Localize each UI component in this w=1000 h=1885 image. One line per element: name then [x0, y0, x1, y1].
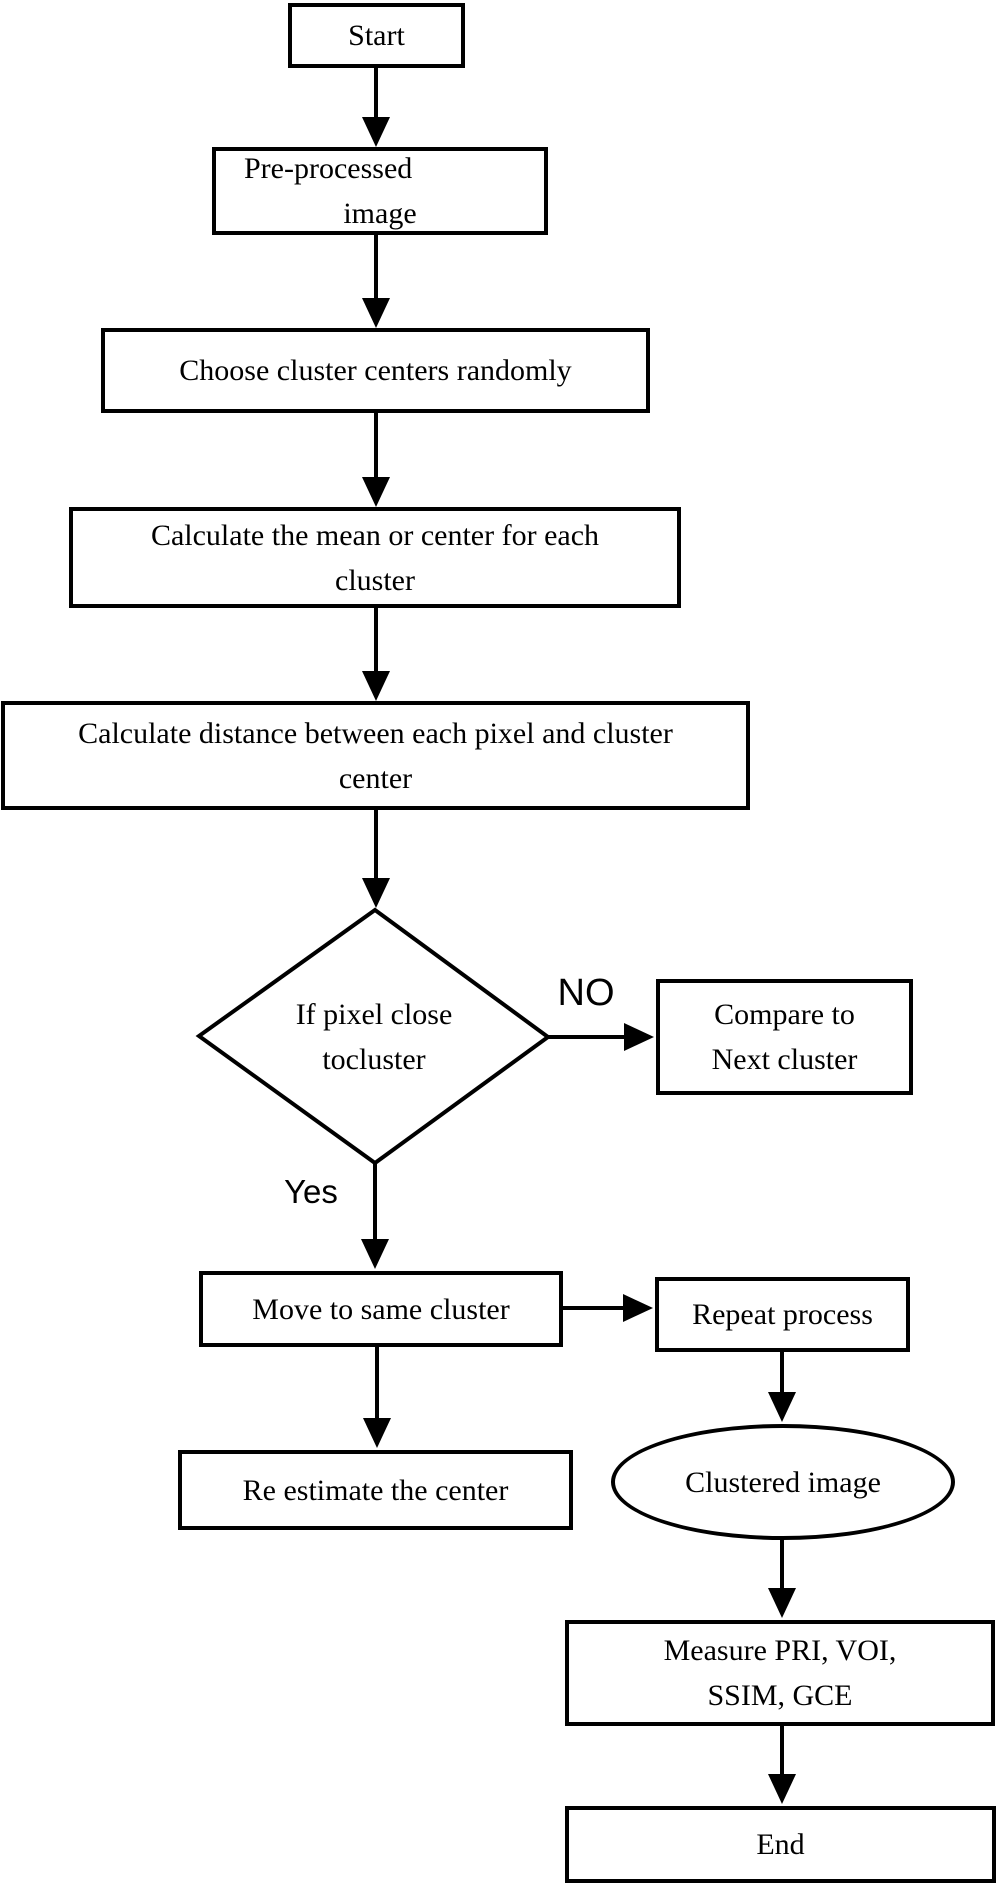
move-same-cluster-label: Move to same cluster: [252, 1292, 510, 1326]
preprocessed-label-line1: Pre-processed: [244, 152, 413, 185]
repeat-process-label: Repeat process: [692, 1298, 873, 1331]
arrow-measure-to-end: [768, 1724, 796, 1804]
start-label: Start: [348, 19, 405, 52]
choose-centers-node: Choose cluster centers randomly: [101, 328, 650, 413]
clustered-image-node: Clustered image: [611, 1424, 955, 1540]
end-label: End: [756, 1828, 805, 1861]
calculate-mean-node: Calculate the mean or center for each cl…: [69, 507, 681, 608]
arrow-preprocessed-to-choose: [362, 233, 390, 328]
preprocessed-image-node: Pre-processed image: [212, 147, 548, 235]
clustered-image-label: Clustered image: [685, 1465, 881, 1499]
arrow-no-branch: [548, 1023, 654, 1051]
arrow-move-to-repeat: [561, 1294, 653, 1322]
compare-label-line2: Next cluster: [711, 1043, 858, 1076]
arrow-move-to-reestimate: [363, 1345, 391, 1448]
start-node: Start: [288, 3, 465, 68]
decision-label-line1: If pixel close: [295, 997, 453, 1031]
measure-metrics-label-line1: Measure PRI, VOI,: [663, 1634, 897, 1667]
arrow-clustered-to-measure: [768, 1538, 796, 1618]
calculate-distance-label-line2: center: [338, 761, 413, 795]
arrow-mean-to-distance: [362, 606, 390, 701]
preprocessed-label-line2: image: [343, 197, 417, 230]
arrow-start-to-preprocessed: [362, 66, 390, 147]
reestimate-center-node: Re estimate the center: [178, 1450, 573, 1530]
arrow-choose-to-mean: [362, 411, 390, 507]
move-same-cluster-node: Move to same cluster: [199, 1271, 563, 1347]
measure-metrics-node: Measure PRI, VOI, SSIM, GCE: [565, 1620, 995, 1726]
decision-node-text: If pixel close tocluster: [199, 910, 549, 1163]
yes-branch-label: Yes: [266, 1173, 356, 1211]
calculate-distance-node: Calculate distance between each pixel an…: [1, 701, 750, 810]
calculate-mean-label-line1: Calculate the mean or center for each: [150, 518, 600, 552]
compare-label-line1: Compare to: [714, 998, 855, 1031]
repeat-process-node: Repeat process: [655, 1277, 910, 1352]
compare-next-cluster-node: Compare to Next cluster: [656, 979, 913, 1095]
arrow-distance-to-decision: [362, 808, 390, 908]
calculate-mean-label-line2: cluster: [335, 563, 415, 597]
decision-label-line2: tocluster: [322, 1042, 426, 1076]
reestimate-center-label: Re estimate the center: [242, 1473, 509, 1507]
arrow-repeat-to-clustered: [768, 1350, 796, 1422]
choose-centers-label: Choose cluster centers randomly: [179, 354, 572, 387]
end-node: End: [565, 1806, 996, 1883]
no-branch-label: NO: [547, 972, 625, 1015]
measure-metrics-label-line2: SSIM, GCE: [707, 1679, 853, 1712]
arrow-yes-branch: [361, 1161, 389, 1269]
calculate-distance-label-line1: Calculate distance between each pixel an…: [78, 716, 673, 750]
